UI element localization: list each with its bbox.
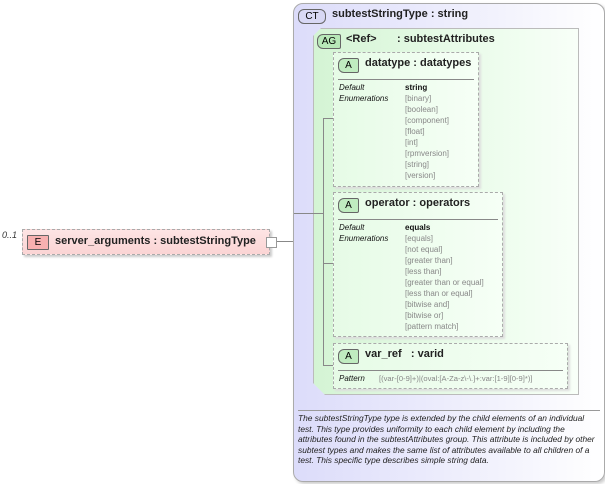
enum-value: [rpmversion] xyxy=(405,149,450,158)
enum-value: [equals] xyxy=(405,234,434,243)
enumerations-label: Enumerations xyxy=(339,234,389,243)
collapse-toggle-icon[interactable] xyxy=(266,237,277,248)
connector-line xyxy=(323,263,333,264)
enum-value: [greater than or equal] xyxy=(405,278,484,287)
element-name: server_arguments xyxy=(55,235,151,247)
connector-line xyxy=(323,118,324,365)
enum-value: [component] xyxy=(405,116,450,125)
values: string [binary] [boolean] [component] [f… xyxy=(405,82,449,181)
enum-value: [binary] xyxy=(405,94,432,103)
pattern-label: Pattern xyxy=(339,374,365,383)
enum-value: [int] xyxy=(405,138,418,147)
attribute-name: datatype xyxy=(365,57,411,69)
attribute-type: operators xyxy=(419,197,471,209)
attribute-name: var_ref xyxy=(365,348,402,360)
divider xyxy=(338,219,498,220)
complex-type-base: string xyxy=(437,8,469,20)
enum-value: [bitwise and] xyxy=(405,300,450,309)
enum-value: [greater than] xyxy=(405,256,453,265)
occurrence-label: 0..1 xyxy=(2,230,18,240)
attribute-group-ref: <Ref> xyxy=(346,33,377,45)
enum-value: [version] xyxy=(405,171,436,180)
default-value: equals xyxy=(405,223,431,232)
default-value: string xyxy=(405,83,428,92)
enum-value: [string] xyxy=(405,160,430,169)
divider xyxy=(338,79,474,80)
attribute-badge-icon: A xyxy=(338,58,359,73)
element-server-arguments[interactable]: E server_arguments : subtestStringType xyxy=(22,229,270,255)
complex-type-name: subtestStringType xyxy=(332,8,428,20)
default-label: Default xyxy=(339,83,365,92)
attribute-type: datatypes xyxy=(420,57,472,69)
attribute-var-ref[interactable]: A var_ref : varid Pattern [(var-[0-9]+)|… xyxy=(333,343,568,389)
values: equals [equals] [not equal] [greater tha… xyxy=(405,222,484,332)
complex-type-badge-icon: CT xyxy=(298,9,326,24)
pattern-value: [(var-[0-9]+)|(oval:[A-Za-z\-\.]+:var:[1… xyxy=(379,374,533,383)
attribute-name: operator xyxy=(365,197,410,209)
connector-line xyxy=(323,365,333,366)
element-title: server_arguments : subtestStringType xyxy=(55,235,256,247)
type-description: The subtestStringType type is extended b… xyxy=(298,410,600,466)
complex-type-title: subtestStringType : string xyxy=(332,8,469,20)
element-type: subtestStringType xyxy=(160,235,256,247)
attribute-group-badge-icon: AG xyxy=(317,34,341,49)
connector-line xyxy=(294,213,313,214)
enum-value: [boolean] xyxy=(405,105,438,114)
attribute-title: var_ref : varid xyxy=(365,348,444,360)
default-label: Default xyxy=(339,223,365,232)
enum-value: [not equal] xyxy=(405,245,443,254)
connector-line xyxy=(277,241,293,242)
attribute-title: datatype : datatypes xyxy=(365,57,472,69)
divider xyxy=(338,370,563,371)
enum-value: [less than] xyxy=(405,267,442,276)
enumerations-label: Enumerations xyxy=(339,94,389,103)
attribute-badge-icon: A xyxy=(338,349,359,364)
enum-value: [bitwise or] xyxy=(405,311,444,320)
attribute-badge-icon: A xyxy=(338,198,359,213)
element-badge-icon: E xyxy=(27,235,49,250)
attribute-title: operator : operators xyxy=(365,197,471,209)
connector-line xyxy=(313,213,323,214)
attribute-type: varid xyxy=(417,348,444,360)
enum-value: [less than or equal] xyxy=(405,289,473,298)
enum-value: [float] xyxy=(405,127,425,136)
enum-value: [pattern match] xyxy=(405,322,459,331)
attribute-group-name: : subtestAttributes xyxy=(397,33,495,45)
connector-line xyxy=(323,118,333,119)
